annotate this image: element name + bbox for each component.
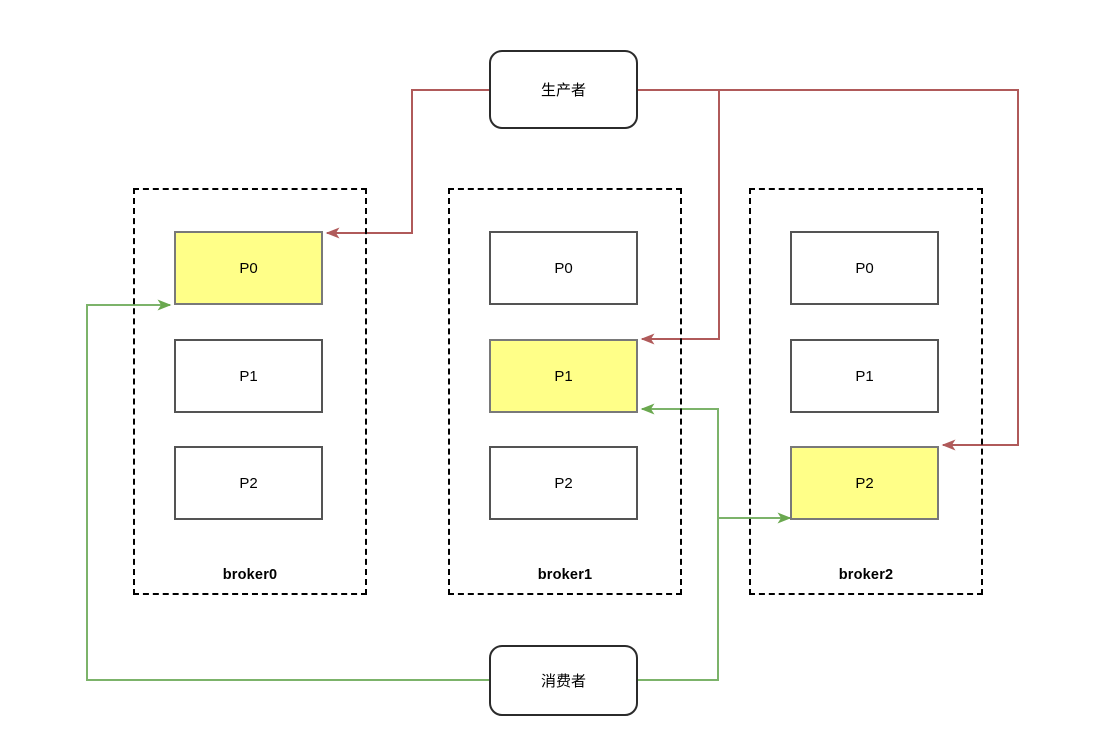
partition-label: P2 [855, 474, 874, 492]
partition-broker2-p2[interactable]: P2 [790, 446, 939, 520]
broker-container-1[interactable]: P0 P1 P2 broker1 [448, 188, 682, 595]
broker-container-0[interactable]: P0 P1 P2 broker0 [133, 188, 367, 595]
partition-broker1-p2[interactable]: P2 [489, 446, 638, 520]
consumer-node[interactable]: 消费者 [489, 645, 638, 716]
partition-label: P2 [554, 474, 573, 492]
partition-broker1-p1[interactable]: P1 [489, 339, 638, 413]
producer-label: 生产者 [540, 82, 586, 99]
partition-label: P1 [855, 367, 874, 385]
broker-container-2[interactable]: P0 P1 P2 broker2 [749, 188, 983, 595]
consumer-label: 消费者 [540, 673, 586, 690]
partition-broker1-p0[interactable]: P0 [489, 231, 638, 305]
partition-broker0-p1[interactable]: P1 [174, 339, 323, 413]
partition-broker0-p2[interactable]: P2 [174, 446, 323, 520]
partition-broker2-p0[interactable]: P0 [790, 231, 939, 305]
partition-label: P0 [855, 259, 874, 277]
partition-broker0-p0[interactable]: P0 [174, 231, 323, 305]
partition-label: P0 [239, 259, 258, 277]
broker-label-0: broker0 [222, 567, 278, 583]
partition-label: P2 [239, 474, 258, 492]
partition-broker2-p1[interactable]: P1 [790, 339, 939, 413]
producer-node[interactable]: 生产者 [489, 50, 638, 129]
partition-label: P1 [239, 367, 258, 385]
broker-label-2: broker2 [838, 567, 894, 583]
broker-label-1: broker1 [537, 567, 593, 583]
partition-label: P0 [554, 259, 573, 277]
partition-label: P1 [554, 367, 573, 385]
